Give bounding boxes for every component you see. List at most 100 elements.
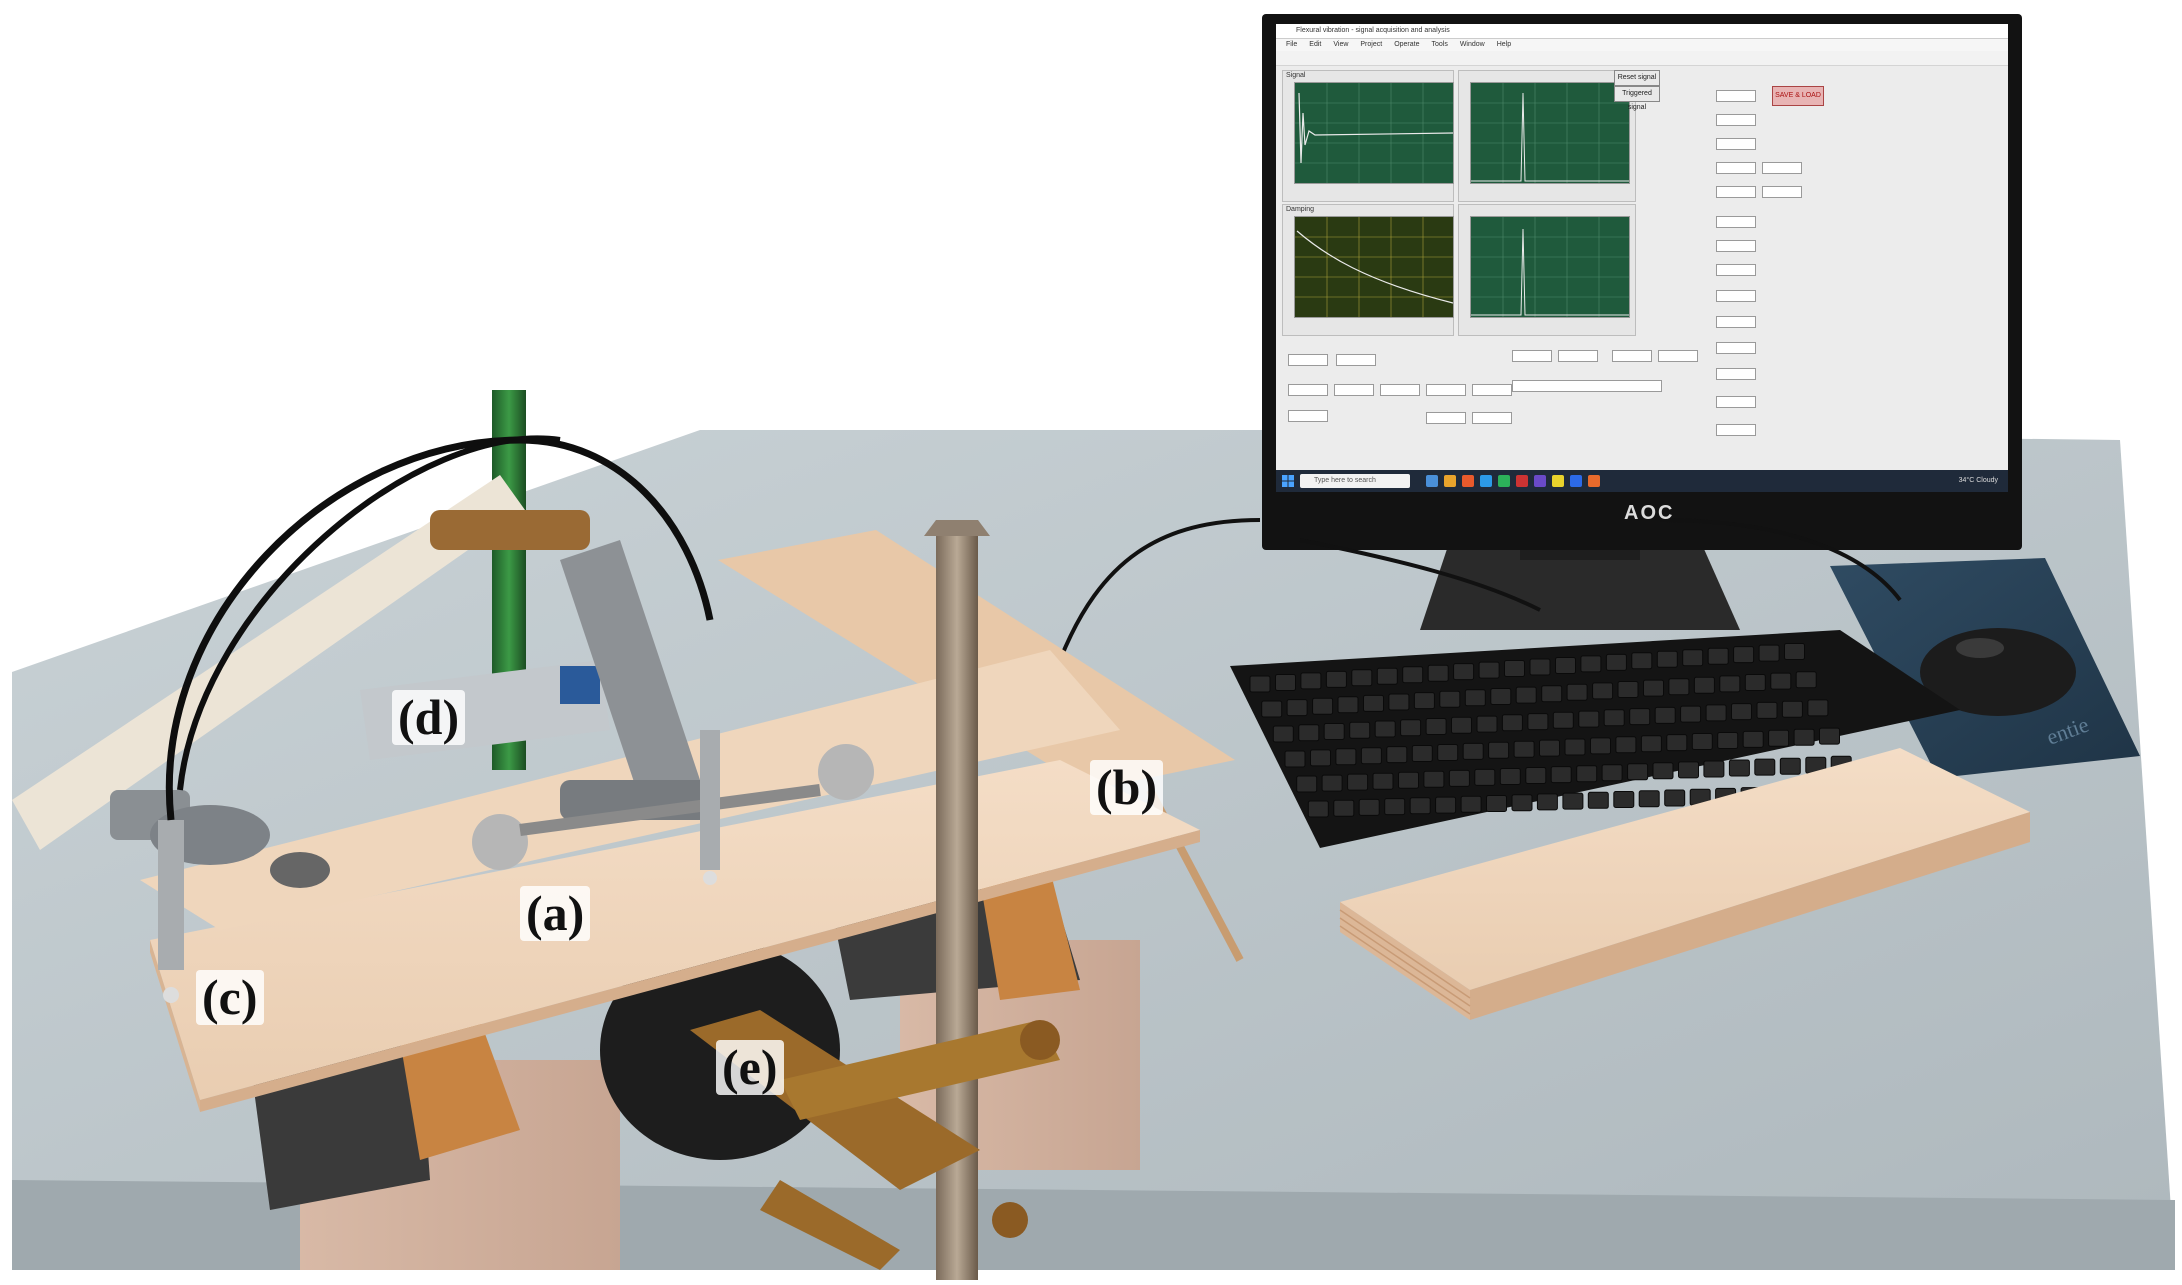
spectrum-plot-1 <box>1470 82 1630 184</box>
field-9[interactable] <box>1716 240 1756 252</box>
keyboard-key <box>1552 711 1574 729</box>
field-8[interactable] <box>1716 216 1756 228</box>
keyboard-key <box>1272 725 1294 743</box>
keyboard-key <box>1499 768 1521 785</box>
keyboard-key <box>1617 681 1639 698</box>
taskbar-search[interactable]: Type here to search <box>1300 474 1410 488</box>
keyboard-key <box>1462 742 1484 760</box>
field-29[interactable] <box>1612 350 1652 362</box>
triggered-signal-button[interactable]: Triggered signal <box>1614 86 1660 111</box>
app-icon-7[interactable] <box>1534 475 1546 487</box>
keyboard-key <box>1347 773 1369 791</box>
field-23[interactable] <box>1472 384 1512 396</box>
menu-item-tools[interactable]: Tools <box>1431 41 1448 48</box>
keyboard-key <box>1435 796 1457 814</box>
field-21[interactable] <box>1380 384 1420 396</box>
app-icon-4[interactable] <box>1480 475 1492 487</box>
keyboard-key <box>1400 719 1422 737</box>
app-icon-8[interactable] <box>1552 475 1564 487</box>
field-6[interactable] <box>1716 186 1756 198</box>
app-icon-6[interactable] <box>1516 475 1528 487</box>
keyboard-key <box>1358 798 1380 816</box>
field-2[interactable] <box>1716 114 1756 126</box>
field-27[interactable] <box>1512 350 1552 362</box>
app-icon-9[interactable] <box>1570 475 1582 487</box>
keyboard-key <box>1360 747 1382 765</box>
app-icon-2[interactable] <box>1444 475 1456 487</box>
keyboard-key <box>1384 798 1406 816</box>
field-4[interactable] <box>1716 162 1756 174</box>
field-19[interactable] <box>1288 384 1328 396</box>
keyboard-key <box>1779 757 1801 775</box>
field-24[interactable] <box>1288 410 1328 422</box>
field-10[interactable] <box>1716 264 1756 276</box>
keyboard-key <box>1613 791 1635 808</box>
keyboard-key <box>1615 736 1637 754</box>
app-icon-10[interactable] <box>1588 475 1600 487</box>
keyboard-key <box>1413 692 1435 710</box>
keyboard-key <box>1768 729 1790 747</box>
keyboard-key <box>1488 741 1510 759</box>
keyboard-key <box>1478 661 1500 679</box>
keyboard-key <box>1693 676 1715 694</box>
keyboard-key <box>1513 740 1535 758</box>
label-c: (c) <box>196 970 264 1025</box>
field-26[interactable] <box>1472 412 1512 424</box>
keyboard-key <box>1592 682 1614 700</box>
field-30[interactable] <box>1658 350 1698 362</box>
app-icon-1[interactable] <box>1426 475 1438 487</box>
windows-start-icon[interactable] <box>1282 475 1294 487</box>
reset-signal-button[interactable]: Reset signal <box>1614 70 1660 86</box>
damping-plot <box>1294 216 1454 318</box>
label-b: (b) <box>1090 760 1164 815</box>
menu-item-help[interactable]: Help <box>1496 41 1512 48</box>
keyboard-key <box>1321 774 1343 792</box>
keyboard-key <box>1372 772 1394 790</box>
field-5[interactable] <box>1762 162 1802 174</box>
keyboard-key <box>1460 795 1482 813</box>
path-field[interactable] <box>1512 380 1662 392</box>
app-icon-3[interactable] <box>1462 475 1474 487</box>
field-3[interactable] <box>1716 138 1756 150</box>
sensor-center <box>700 730 720 870</box>
keyboard-key <box>1448 769 1470 787</box>
keyboard-key <box>1564 738 1586 756</box>
field-12[interactable] <box>1716 316 1756 328</box>
field-18[interactable] <box>1336 354 1376 366</box>
field-13[interactable] <box>1716 342 1756 354</box>
keyboard-key <box>1425 718 1447 735</box>
menu-item-file[interactable]: File <box>1286 41 1298 48</box>
field-20[interactable] <box>1334 384 1374 396</box>
keyboard-keys <box>1249 643 1864 818</box>
menu-item-window[interactable]: Window <box>1459 41 1485 48</box>
field-1[interactable] <box>1716 90 1756 102</box>
app-icon-5[interactable] <box>1498 475 1510 487</box>
keyboard-key <box>1307 800 1329 818</box>
keyboard-key <box>1386 746 1408 764</box>
taskbar-weather: 34°C Cloudy <box>1958 477 1998 484</box>
clamp-center <box>430 510 874 870</box>
menu-item-edit[interactable]: Edit <box>1309 41 1322 48</box>
field-16[interactable] <box>1716 424 1756 436</box>
field-28[interactable] <box>1558 350 1598 362</box>
menu-item-view[interactable]: View <box>1333 41 1349 48</box>
keyboard-key <box>1678 761 1699 779</box>
damping-title: Damping <box>1286 206 1315 213</box>
keyboard-key <box>1527 713 1549 731</box>
keyboard-key <box>1754 758 1776 776</box>
field-14[interactable] <box>1716 368 1756 380</box>
field-15[interactable] <box>1716 396 1756 408</box>
keyboard-key <box>1337 696 1359 714</box>
field-22[interactable] <box>1426 384 1466 396</box>
field-11[interactable] <box>1716 290 1756 302</box>
field-25[interactable] <box>1426 412 1466 424</box>
field-17[interactable] <box>1288 354 1328 366</box>
menu-item-project[interactable]: Project <box>1360 41 1383 48</box>
save-button[interactable]: SAVE & LOAD <box>1772 86 1824 106</box>
keyboard-key <box>1643 679 1664 697</box>
keyboard-key <box>1603 709 1625 727</box>
menu-item-operate[interactable]: Operate <box>1394 41 1420 48</box>
label-e: (e) <box>716 1040 784 1095</box>
keyboard-key <box>1576 765 1598 783</box>
field-7[interactable] <box>1762 186 1802 198</box>
